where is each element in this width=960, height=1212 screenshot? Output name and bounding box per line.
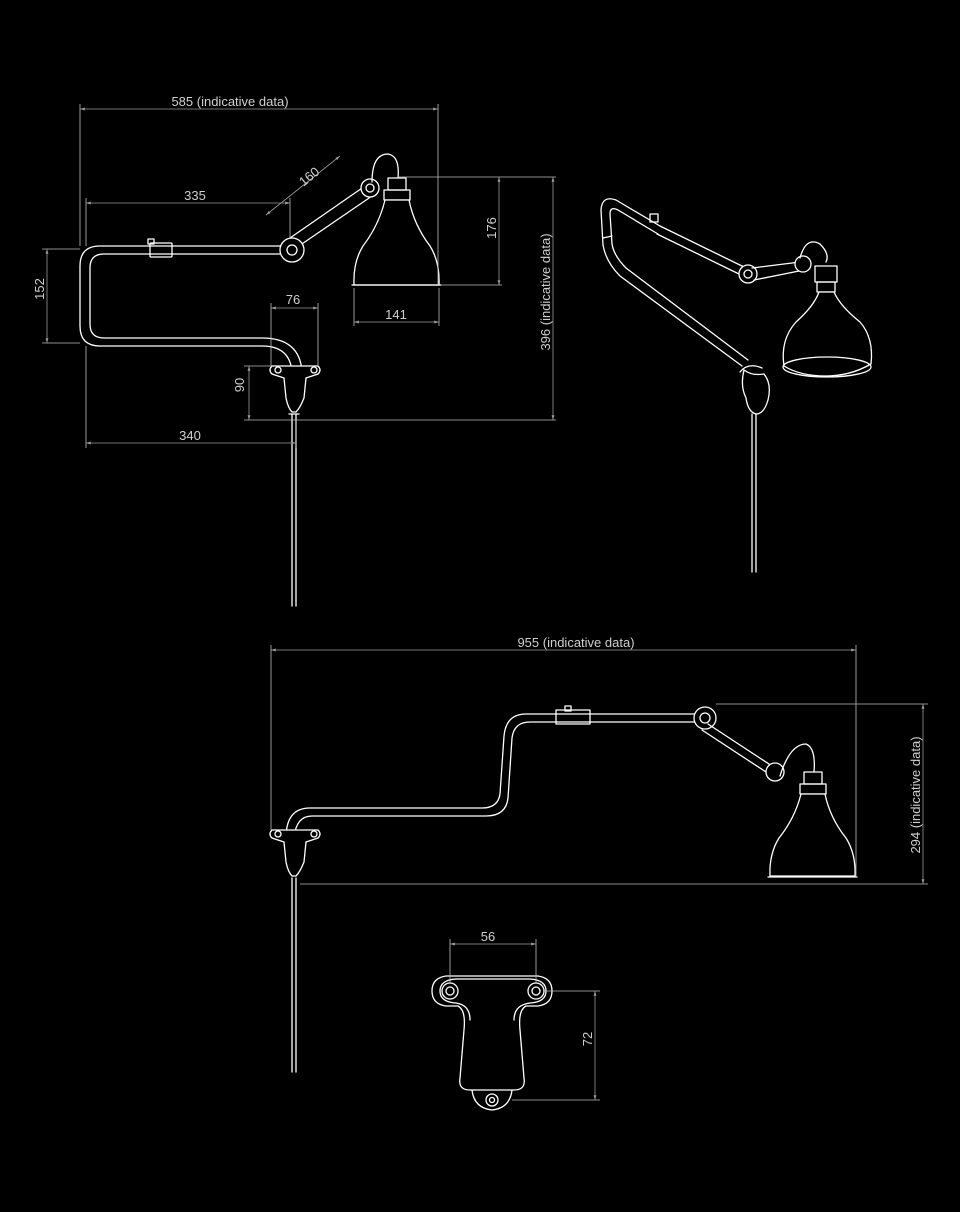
dim-plate-width-label: 56 bbox=[481, 929, 495, 944]
dim-joint-arm-label: 160 bbox=[296, 164, 322, 189]
dim-plate-height-label: 72 bbox=[580, 1032, 595, 1046]
dim-shade-height-label: 176 bbox=[484, 217, 499, 239]
perspective-view bbox=[600, 198, 873, 573]
dim-extended-height-label: 294 (indicative data) bbox=[908, 736, 923, 853]
dim-arm-length-label: 335 bbox=[184, 188, 206, 203]
dim-side-width-label: 585 (indicative data) bbox=[171, 94, 288, 109]
dim-overall-height-label: 396 (indicative data) bbox=[538, 233, 553, 350]
dim-mount-height-label: 90 bbox=[232, 378, 247, 392]
side-arm bbox=[79, 238, 303, 373]
side-dimensions bbox=[42, 104, 556, 448]
side-wall-mount bbox=[269, 365, 321, 607]
dim-mount-offset-label: 76 bbox=[286, 292, 300, 307]
dim-extended-width-label: 955 (indicative data) bbox=[517, 635, 634, 650]
side-view: 585 (indicative data) 335 160 176 396 (i… bbox=[32, 94, 556, 607]
dim-bar-height-label: 152 bbox=[32, 278, 47, 300]
wall-plate-detail: 56 72 bbox=[431, 929, 600, 1111]
extended-view: 955 (indicative data) 294 (indicative da… bbox=[269, 635, 928, 1073]
dim-shade-diameter-label: 141 bbox=[385, 307, 407, 322]
side-shade bbox=[351, 177, 442, 286]
dim-wall-projection-label: 340 bbox=[179, 428, 201, 443]
side-joint-arm bbox=[279, 153, 399, 263]
